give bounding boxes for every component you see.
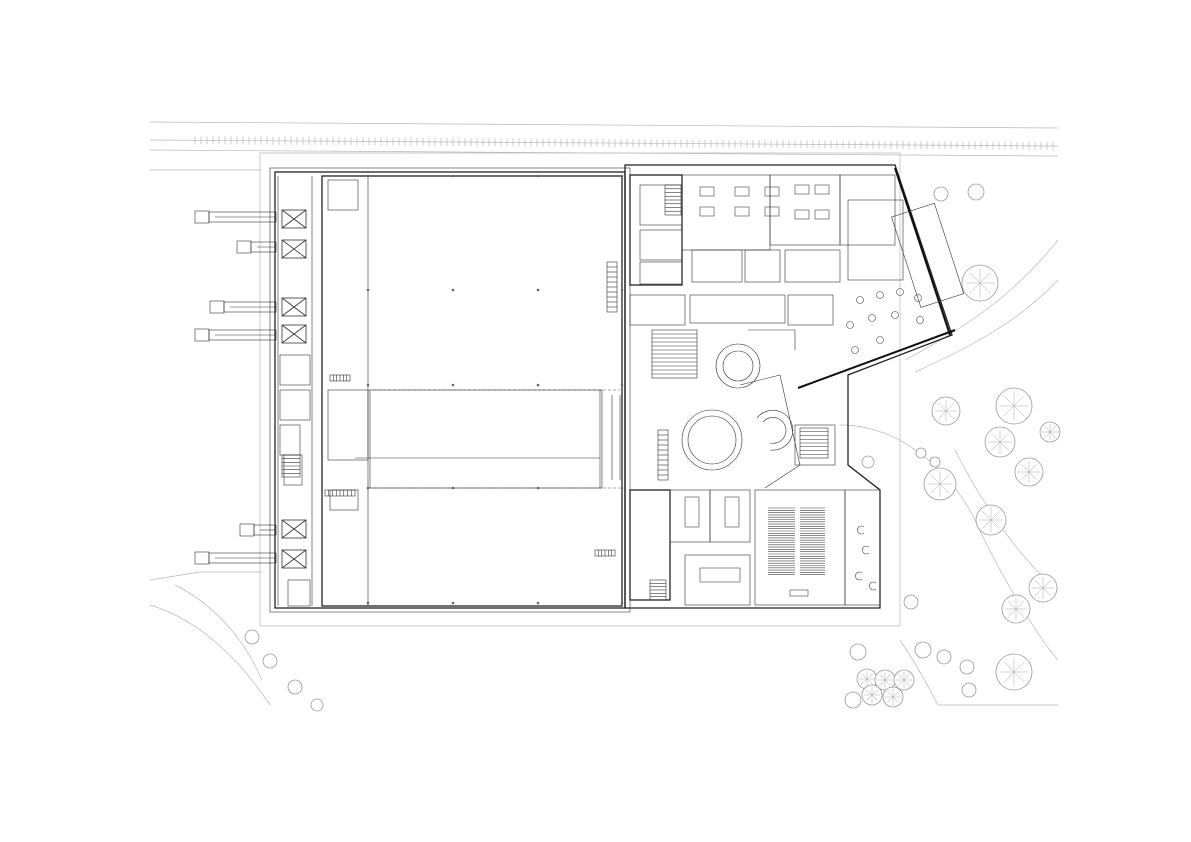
tree-1 bbox=[967, 183, 985, 201]
stair-hall-b bbox=[329, 374, 351, 382]
stair-east bbox=[799, 427, 829, 459]
tree-21 bbox=[893, 669, 915, 691]
tree-11 bbox=[1001, 594, 1031, 624]
building-outline bbox=[269, 164, 956, 613]
auditorium-seating bbox=[768, 507, 825, 576]
tree-24 bbox=[844, 691, 862, 709]
truck-2 bbox=[236, 240, 277, 254]
loading-door-4 bbox=[281, 324, 307, 344]
stair-atrium-south bbox=[657, 429, 669, 481]
truck-3 bbox=[209, 300, 277, 314]
site-boundary bbox=[149, 152, 1059, 706]
desk-4 bbox=[699, 206, 715, 217]
lounge-table-4 bbox=[914, 294, 922, 302]
tree-12 bbox=[1028, 573, 1058, 603]
stair-east-hall bbox=[606, 261, 618, 313]
loading-bays bbox=[277, 176, 369, 607]
stair-atrium-north bbox=[651, 329, 698, 379]
truck-5 bbox=[239, 523, 277, 537]
desk-10 bbox=[814, 209, 830, 220]
tree-17 bbox=[903, 594, 919, 610]
lounge-seat-4 bbox=[869, 581, 877, 591]
tree-31 bbox=[849, 643, 867, 661]
lectern bbox=[789, 589, 809, 597]
lounge-table-7 bbox=[846, 321, 854, 329]
loading-door-1 bbox=[281, 209, 307, 229]
stair-hall-c bbox=[594, 549, 616, 557]
tree-3 bbox=[961, 264, 999, 302]
stair-north bbox=[664, 184, 682, 216]
tree-15 bbox=[961, 682, 977, 698]
lounge-table-3 bbox=[896, 288, 904, 296]
tree-9 bbox=[1039, 421, 1061, 443]
stairs bbox=[281, 184, 829, 601]
tree-16 bbox=[936, 649, 952, 665]
site-road bbox=[149, 121, 1059, 171]
tree-28 bbox=[310, 698, 324, 712]
meeting-table-3 bbox=[699, 567, 741, 583]
lounge-seat-1 bbox=[857, 525, 865, 535]
tree-7 bbox=[923, 467, 957, 501]
stair-bay bbox=[281, 454, 301, 478]
desk-8 bbox=[814, 184, 830, 195]
tree-19 bbox=[856, 668, 878, 690]
lounge-table-2 bbox=[876, 291, 884, 299]
desk-6 bbox=[764, 206, 780, 217]
stair-hall-a bbox=[324, 489, 356, 497]
office-rooms bbox=[629, 174, 965, 606]
tree-25 bbox=[244, 629, 260, 645]
lounge-table-9 bbox=[851, 346, 859, 354]
lounge-table-6 bbox=[891, 311, 899, 319]
lounge-table-8 bbox=[916, 316, 924, 324]
truck-4 bbox=[194, 328, 277, 342]
truck-1 bbox=[194, 210, 277, 224]
meeting-table-1 bbox=[684, 496, 700, 528]
lounge-table-5 bbox=[868, 314, 876, 322]
desk-1 bbox=[699, 186, 715, 197]
tree-13 bbox=[995, 653, 1033, 691]
lounge-seat-2 bbox=[862, 545, 870, 555]
lounge-seat-3 bbox=[855, 571, 863, 581]
desk-3 bbox=[764, 186, 780, 197]
desk-9 bbox=[794, 209, 810, 220]
tree-30 bbox=[915, 447, 927, 459]
loading-dock-trucks bbox=[194, 210, 277, 565]
tree-23 bbox=[882, 686, 904, 708]
tree-4 bbox=[931, 396, 961, 426]
atrium-features bbox=[681, 343, 794, 471]
truck-6 bbox=[194, 551, 277, 565]
loading-door-3 bbox=[281, 297, 307, 317]
tree-8 bbox=[1014, 457, 1044, 487]
desk-5 bbox=[734, 206, 750, 217]
tree-18 bbox=[914, 641, 932, 659]
loading-door-5 bbox=[281, 519, 307, 539]
tree-2 bbox=[933, 186, 949, 202]
desk-7 bbox=[794, 184, 810, 195]
lounge-table-1 bbox=[856, 296, 864, 304]
tree-14 bbox=[959, 659, 975, 675]
tree-10 bbox=[975, 504, 1007, 536]
tree-22 bbox=[861, 684, 883, 706]
tree-26 bbox=[262, 653, 278, 669]
stair-south bbox=[649, 579, 667, 601]
tree-32 bbox=[929, 456, 941, 468]
loading-door-2 bbox=[281, 239, 307, 259]
tree-29 bbox=[861, 455, 875, 469]
desk-2 bbox=[734, 186, 750, 197]
loading-door-6 bbox=[281, 549, 307, 569]
furniture bbox=[684, 184, 924, 597]
tree-5 bbox=[995, 387, 1033, 425]
warehouse-halls bbox=[321, 174, 624, 607]
landscape-trees bbox=[244, 183, 1061, 712]
meeting-table-2 bbox=[724, 496, 740, 528]
tree-6 bbox=[984, 426, 1016, 458]
lounge-table-10 bbox=[876, 336, 884, 344]
tree-27 bbox=[287, 679, 303, 695]
